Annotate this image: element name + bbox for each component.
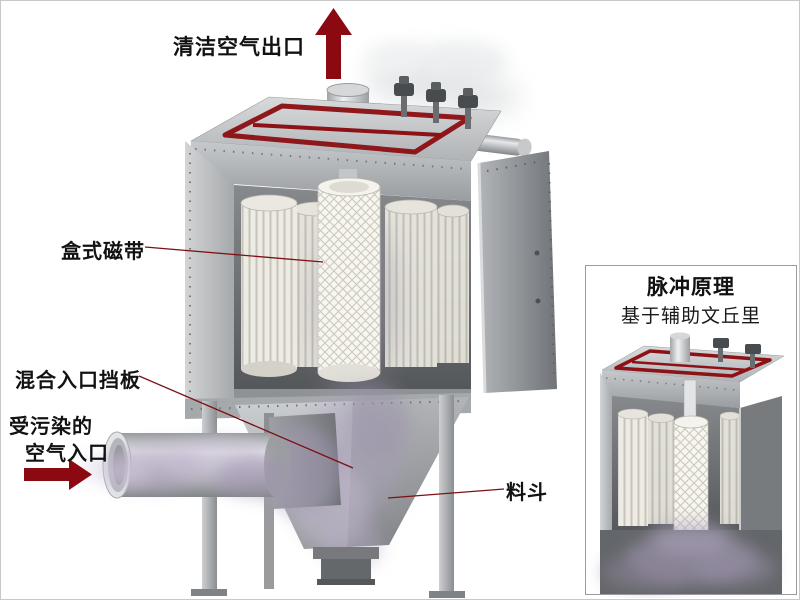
discharge-outlet xyxy=(313,547,379,585)
pulse-valves xyxy=(394,76,478,129)
inset-manifold-frame xyxy=(614,349,772,378)
label-polluted-air-line1: 受污染的 xyxy=(9,416,93,438)
left-side-wall xyxy=(185,141,234,405)
inset-title: 脉冲原理 xyxy=(647,275,735,299)
inlet-right-arrow-icon xyxy=(24,459,92,490)
clean-air-up-arrow-icon xyxy=(315,8,352,79)
pulse-principle-inset: 脉冲原理 基于辅助文丘里 xyxy=(585,265,797,595)
highlighted-cartridge xyxy=(317,169,381,382)
plenum-front-panel xyxy=(191,141,471,201)
inset-smoke xyxy=(601,520,776,590)
clean-air-plenum xyxy=(189,96,502,162)
leader-line-cartridge xyxy=(144,246,324,263)
label-hopper: 料斗 xyxy=(506,482,548,504)
inset-subtitle: 基于辅助文丘里 xyxy=(620,306,761,327)
inset-valves xyxy=(713,338,761,368)
filter-cartridges xyxy=(240,169,470,386)
label-cartridge: 盒式磁带 xyxy=(61,241,145,263)
leader-line-baffle xyxy=(138,375,354,469)
top-smoke xyxy=(366,41,519,115)
annotations xyxy=(24,8,505,499)
inset-illustration xyxy=(600,332,785,594)
label-polluted-air-line2: 空气入口 xyxy=(25,443,109,465)
label-clean-air-outlet: 清洁空气出口 xyxy=(173,35,305,59)
inlet-pipe xyxy=(81,413,341,516)
label-mixed-inlet-baffle: 混合入口挡板 xyxy=(15,370,141,392)
access-door xyxy=(477,151,557,394)
leader-line-hopper xyxy=(387,488,505,499)
